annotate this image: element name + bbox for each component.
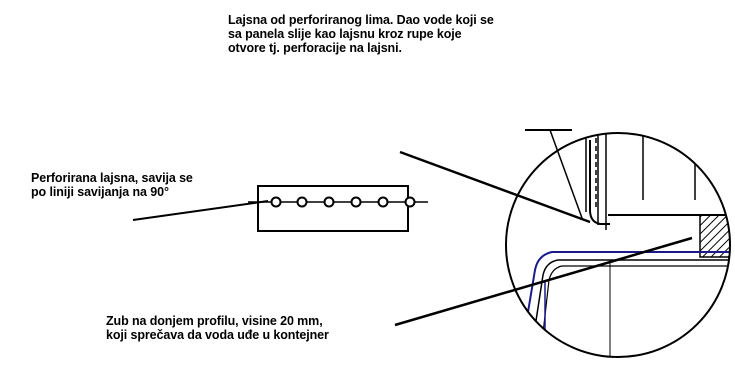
detail-circle-outline: [505, 132, 731, 358]
label-line: koji sprečava da voda uđe u kontejner: [106, 328, 329, 342]
hole: [270, 196, 282, 208]
label-left: Perforirana lajsna, savija se po liniji …: [31, 171, 193, 199]
label-bottom: Zub na donjem profilu, visine 20 mm, koj…: [106, 314, 329, 342]
label-line: Lajsna od perforiranog lima. Dao vode ko…: [228, 13, 494, 27]
hole: [296, 196, 308, 208]
label-top: Lajsna od perforiranog lima. Dao vode ko…: [228, 13, 494, 55]
leader-top: [399, 150, 591, 224]
lower-profile-inner: [529, 259, 730, 357]
leader-bottom: [394, 236, 693, 327]
strip-outline: [257, 185, 409, 232]
label-line: Perforirana lajsna, savija se: [31, 171, 193, 185]
top-pointer: [525, 129, 583, 219]
label-line: po liniji savijanja na 90°: [31, 185, 169, 199]
hole: [350, 196, 362, 208]
detail-circle: [505, 132, 731, 358]
insulation-block: [699, 214, 730, 258]
label-line: otvore tj. perforacije na lajsni.: [228, 41, 402, 55]
leader-left: [132, 200, 269, 221]
perforation-holes: [270, 196, 416, 208]
hole: [323, 196, 335, 208]
hole: [377, 196, 389, 208]
label-line: sa panela slije kao lajsnu kroz rupe koj…: [228, 27, 462, 41]
perforated-strip: [248, 185, 428, 232]
lower-profile: [519, 251, 730, 357]
strip-bend: [589, 140, 610, 225]
label-line: Zub na donjem profilu, visine 20 mm,: [106, 314, 323, 328]
hole: [404, 196, 416, 208]
